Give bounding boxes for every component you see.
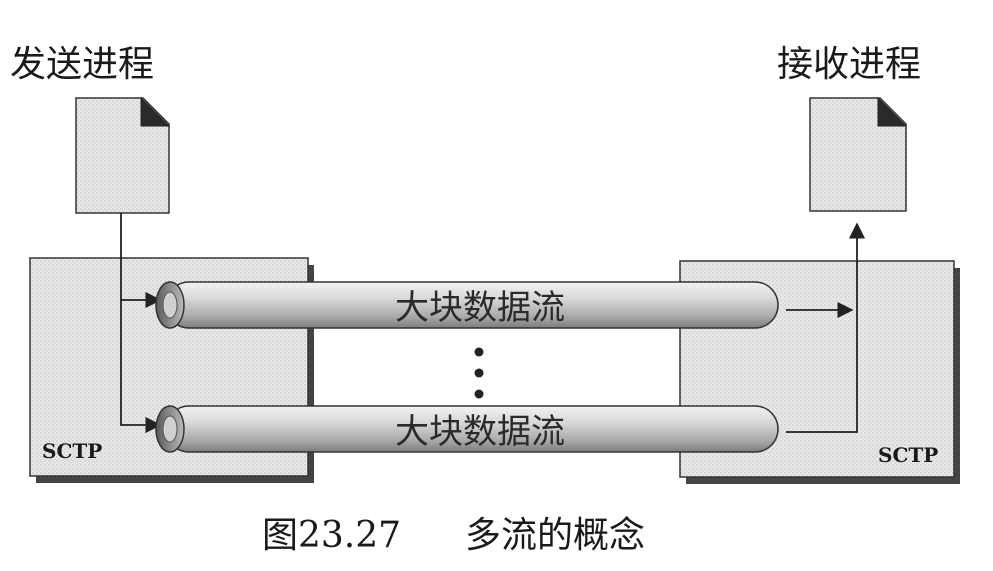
stream-pipe-2 [155, 405, 779, 453]
figure-title: 多流的概念 [465, 515, 645, 556]
stream-label-1: 大块数据流 [395, 288, 565, 328]
receiver-output-lines [786, 222, 866, 433]
sender-process-label: 发送进程 [10, 44, 154, 85]
stream-label-2: 大块数据流 [395, 412, 565, 452]
figure-number: 图23.27 [262, 515, 401, 556]
more-streams-ellipsis [474, 347, 484, 399]
sender-feed-lines [120, 213, 162, 434]
stream-pipe-1 [155, 281, 779, 329]
sender-sctp-label: SCTP [42, 439, 102, 463]
receiver-document-icon [809, 96, 908, 212]
sender-document-icon [75, 96, 171, 214]
receiver-process-label: 接收进程 [777, 44, 921, 85]
receiver-sctp-label: SCTP [878, 443, 938, 467]
